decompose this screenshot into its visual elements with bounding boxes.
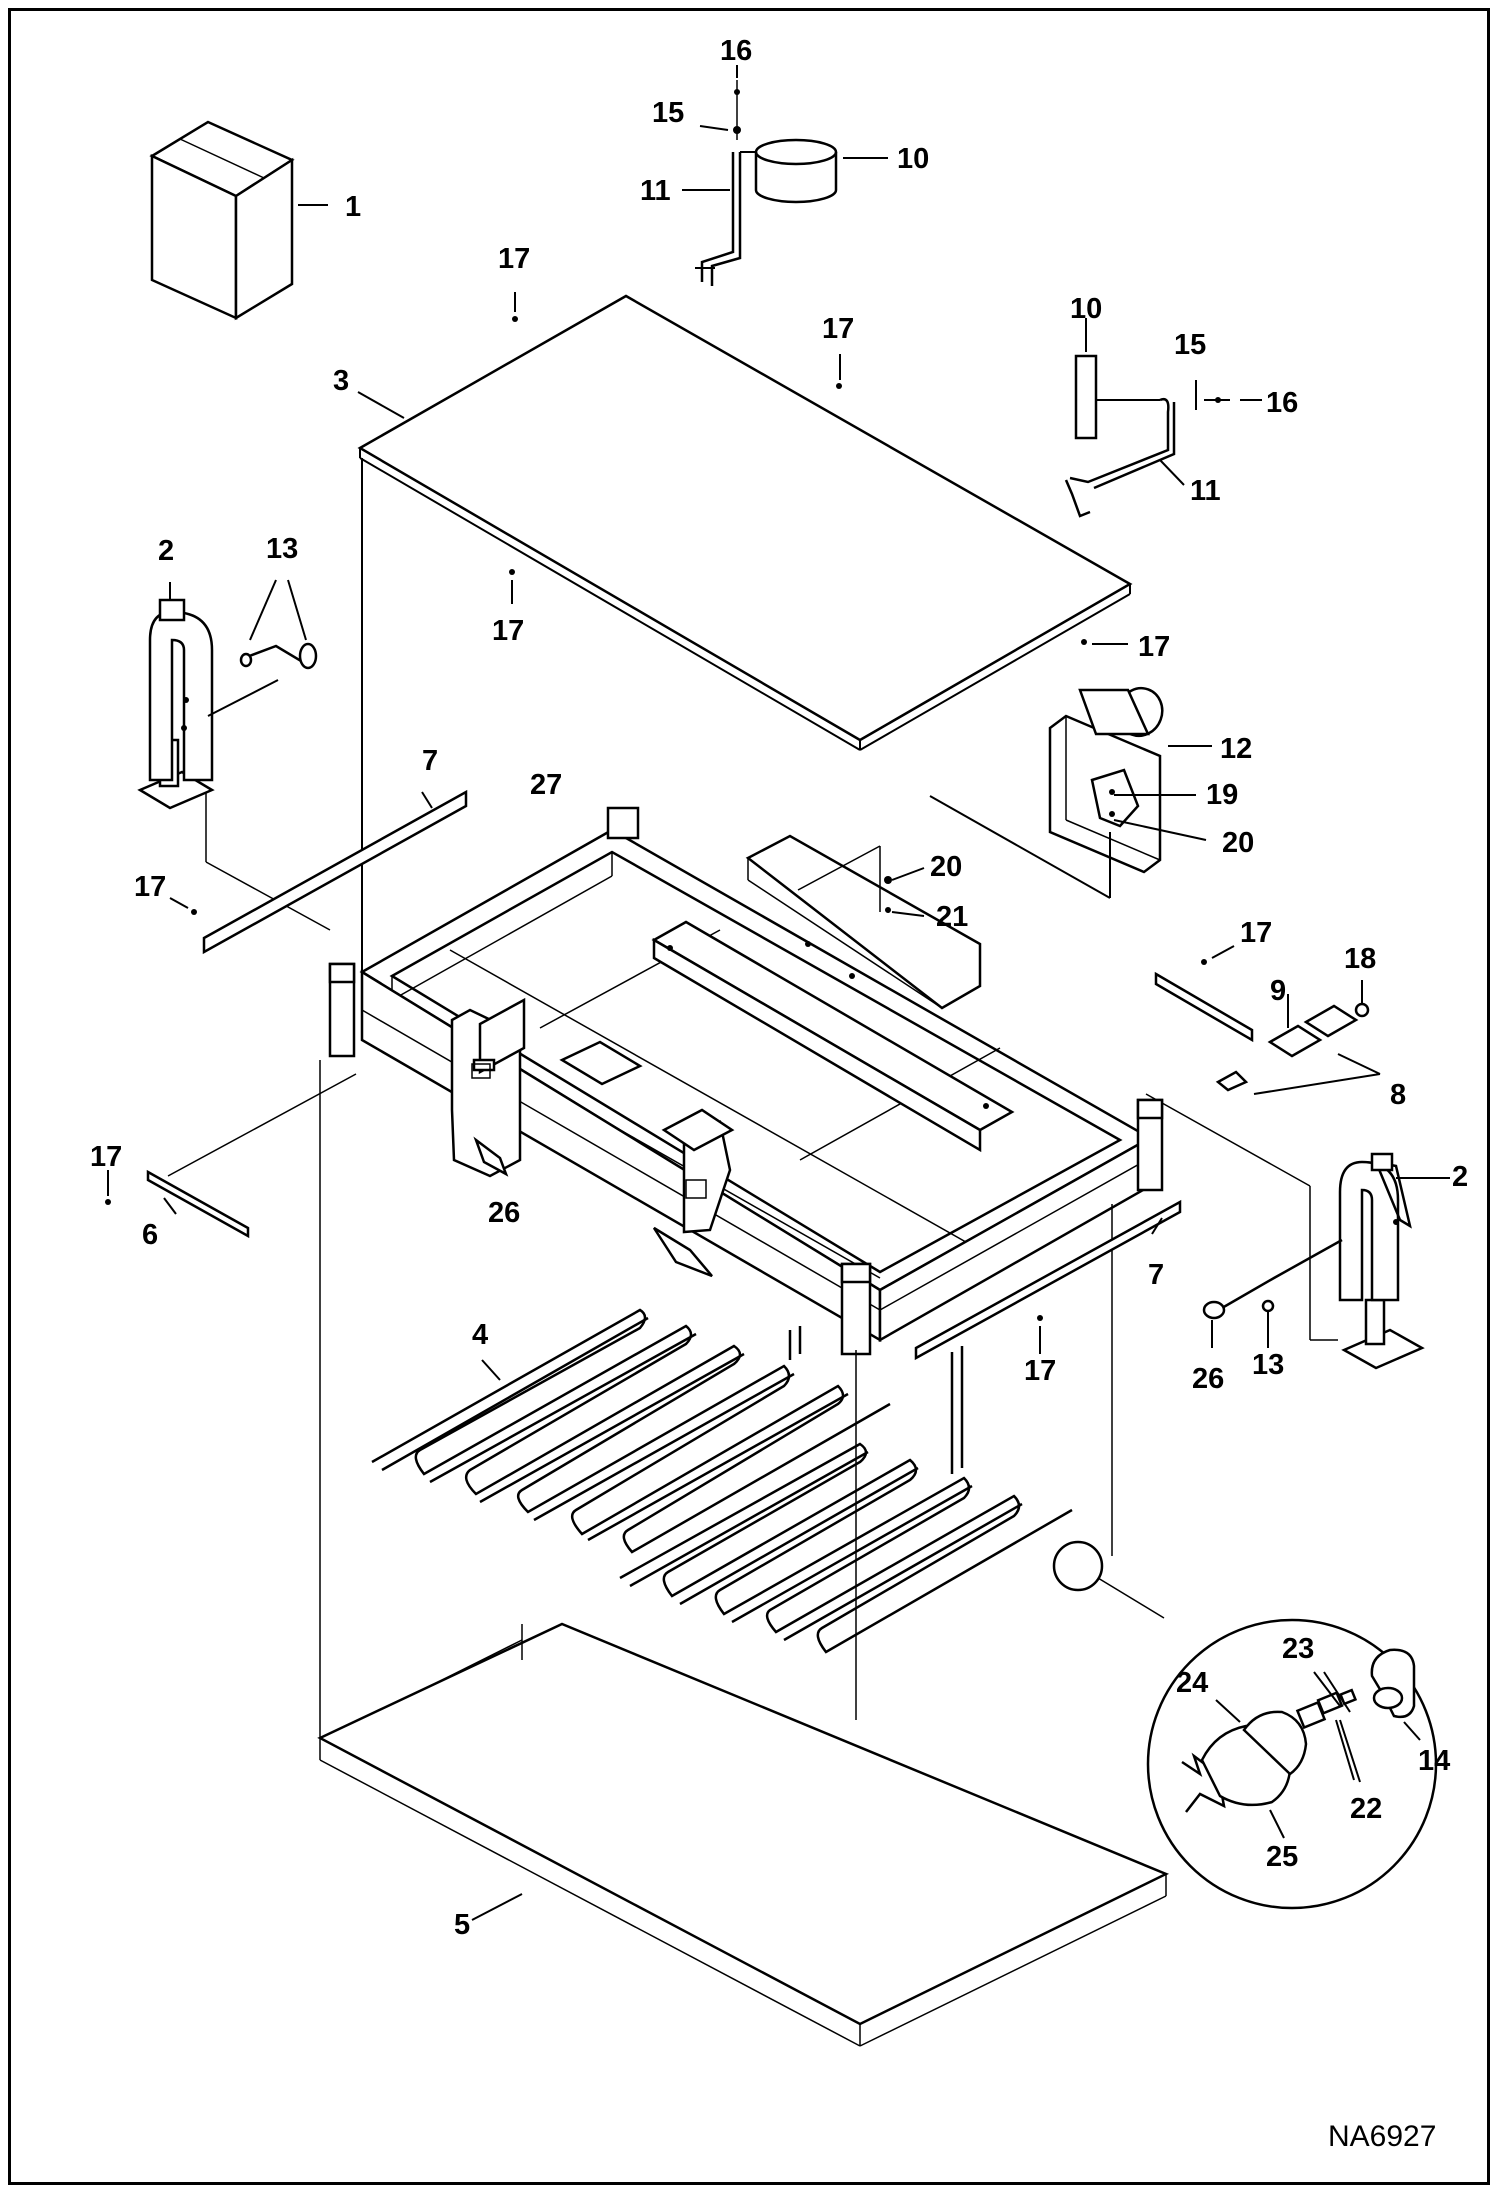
callout-22: 22 xyxy=(1350,1793,1382,1825)
callout-16-right: 16 xyxy=(1266,387,1298,419)
callout-5: 5 xyxy=(454,1909,470,1941)
callout-10-right: 10 xyxy=(1070,293,1102,325)
callout-15-top: 15 xyxy=(652,97,684,129)
drawing-frame xyxy=(8,8,1490,2185)
callout-21: 21 xyxy=(936,901,968,933)
callout-20-panel: 20 xyxy=(1222,827,1254,859)
part-hitch-plates xyxy=(450,997,735,1278)
callout-10-top: 10 xyxy=(897,143,929,175)
part-panel-12 xyxy=(929,686,1212,899)
callout-26-jack: 26 xyxy=(1192,1363,1224,1395)
callout-26-frame: 26 xyxy=(488,1197,520,1229)
callout-18: 18 xyxy=(1344,943,1376,975)
callout-24: 24 xyxy=(1176,1667,1208,1699)
callout-7-right: 7 xyxy=(1148,1259,1164,1291)
callout-2-right: 2 xyxy=(1452,1161,1468,1193)
callout-12: 12 xyxy=(1220,733,1252,765)
callout-17-top: 17 xyxy=(498,243,530,275)
callout-17-frameright: 17 xyxy=(1240,917,1272,949)
part-jack-right xyxy=(1145,1093,1450,1370)
part-box xyxy=(149,120,328,321)
part-bar-light xyxy=(1064,318,1262,518)
callout-17-topright: 17 xyxy=(822,313,854,345)
part-jack-left xyxy=(137,579,331,931)
part-round-light xyxy=(682,65,888,286)
callout-17-panel: 17 xyxy=(492,615,524,647)
callout-23: 23 xyxy=(1282,1633,1314,1665)
callout-15-right: 15 xyxy=(1174,329,1206,361)
part-sensor-detail xyxy=(1052,1540,1438,1910)
callout-13-right: 13 xyxy=(1252,1349,1284,1381)
callout-labels: 1 2 2 3 4 5 6 7 7 8 9 10 10 11 11 12 13 … xyxy=(90,35,1468,1941)
callout-11-top: 11 xyxy=(640,175,671,207)
callout-17-bottomleft: 17 xyxy=(90,1141,122,1173)
callout-11-right: 11 xyxy=(1190,475,1221,507)
part-heating-coil xyxy=(371,1308,1073,1654)
callout-6: 6 xyxy=(142,1219,158,1251)
callout-1: 1 xyxy=(345,191,361,223)
callout-16-top: 16 xyxy=(720,35,752,67)
part-base-pan xyxy=(317,1622,1170,2047)
callout-20-frame: 20 xyxy=(930,851,962,883)
callout-13-left: 13 xyxy=(266,533,298,565)
part-fasteners xyxy=(105,292,1370,1354)
part-main-frame xyxy=(319,806,1164,1720)
part-center-channel xyxy=(651,834,1015,1153)
callout-4: 4 xyxy=(472,1319,488,1351)
callout-14: 14 xyxy=(1418,1745,1450,1777)
callout-9: 9 xyxy=(1270,975,1286,1007)
callout-19: 19 xyxy=(1206,779,1238,811)
callout-17-frameleft: 17 xyxy=(134,871,166,903)
callout-27: 27 xyxy=(530,769,562,801)
part-side-bars xyxy=(146,789,1381,1361)
callout-7-left: 7 xyxy=(422,745,438,777)
callout-17-bottomright: 17 xyxy=(1024,1355,1056,1387)
part-top-panel xyxy=(357,294,1133,972)
callout-3: 3 xyxy=(333,365,349,397)
drawing-code: NA6927 xyxy=(1328,2120,1436,2153)
callout-2-left: 2 xyxy=(158,535,174,567)
callout-25: 25 xyxy=(1266,1841,1298,1873)
callout-8: 8 xyxy=(1390,1079,1406,1111)
callout-17-panelright: 17 xyxy=(1138,631,1170,663)
